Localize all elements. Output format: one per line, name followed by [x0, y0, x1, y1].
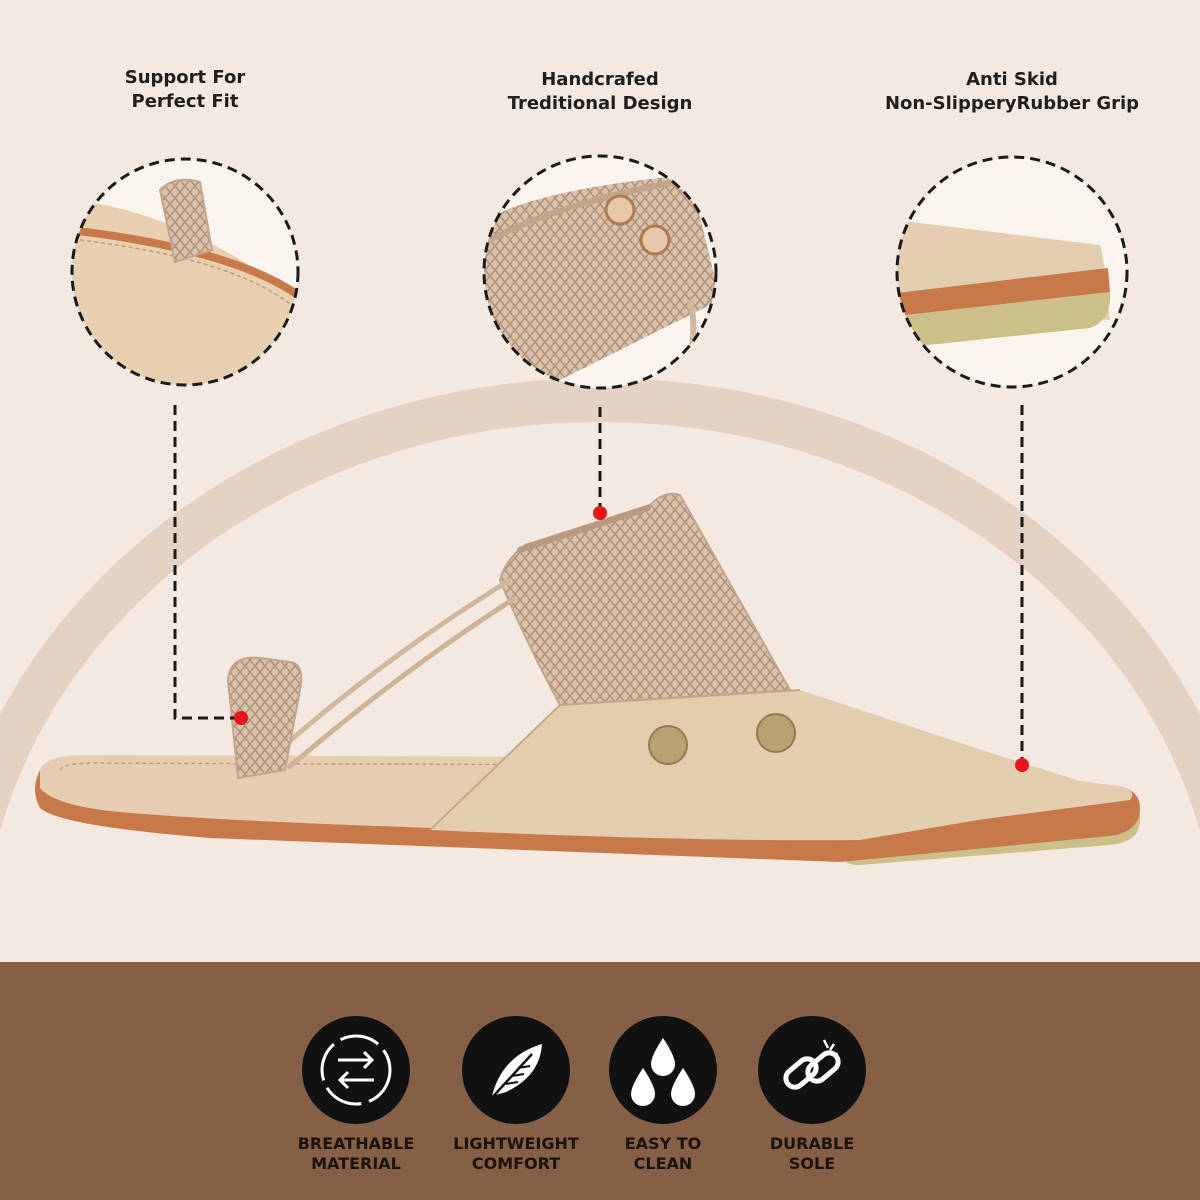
callout-line: Perfect Fit [131, 91, 239, 112]
feature-label-line: MATERIAL [311, 1154, 401, 1173]
feather-icon [462, 1016, 570, 1124]
feature-label: EASY TO CLEAN [583, 1134, 743, 1174]
breathable-arrows-icon [302, 1016, 410, 1124]
marker-fit [234, 711, 248, 725]
feature-label-line: COMFORT [471, 1154, 561, 1173]
feature-label: BREATHABLE MATERIAL [276, 1134, 436, 1174]
feature-label-line: CLEAN [633, 1154, 693, 1173]
callout-line: Anti Skid [966, 69, 1058, 90]
feature-label: DURABLE SOLE [732, 1134, 892, 1174]
callout-line: Non-SlipperyRubber Grip [884, 93, 1140, 114]
feature-label: LIGHTWEIGHT COMFORT [436, 1134, 596, 1174]
callout-title-grip: Anti Skid Non-SlipperyRubber Grip [862, 68, 1162, 116]
connector-fit [173, 405, 238, 720]
zoom-circle-fit [70, 157, 300, 387]
feature-easy-clean: EASY TO CLEAN [583, 1016, 743, 1174]
marker-design [593, 506, 607, 520]
feature-label-line: EASY TO [624, 1134, 702, 1153]
callout-line: Treditional Design [507, 93, 693, 114]
feature-breathable: BREATHABLE MATERIAL [276, 1016, 436, 1174]
zoom-circle-grip [895, 155, 1129, 389]
features-band [0, 962, 1200, 1200]
zoom-circle-design [482, 154, 718, 390]
marker-grip [1015, 758, 1029, 772]
callout-line: Handcrafed [541, 69, 659, 90]
feature-label-line: SOLE [788, 1154, 836, 1173]
callout-line: Support For [124, 67, 246, 88]
feature-durable: DURABLE SOLE [732, 1016, 892, 1174]
callout-title-fit: Support For Perfect Fit [85, 66, 285, 114]
sandal-illustration [35, 492, 1140, 866]
water-drops-icon [609, 1016, 717, 1124]
feature-label-line: DURABLE [769, 1134, 855, 1153]
background-arc [0, 378, 1200, 832]
feature-label-line: LIGHTWEIGHT [453, 1134, 579, 1153]
callout-title-design: Handcrafed Treditional Design [480, 68, 720, 116]
feature-lightweight: LIGHTWEIGHT COMFORT [436, 1016, 596, 1174]
feature-label-line: BREATHABLE [297, 1134, 415, 1153]
chain-link-icon [758, 1016, 866, 1124]
